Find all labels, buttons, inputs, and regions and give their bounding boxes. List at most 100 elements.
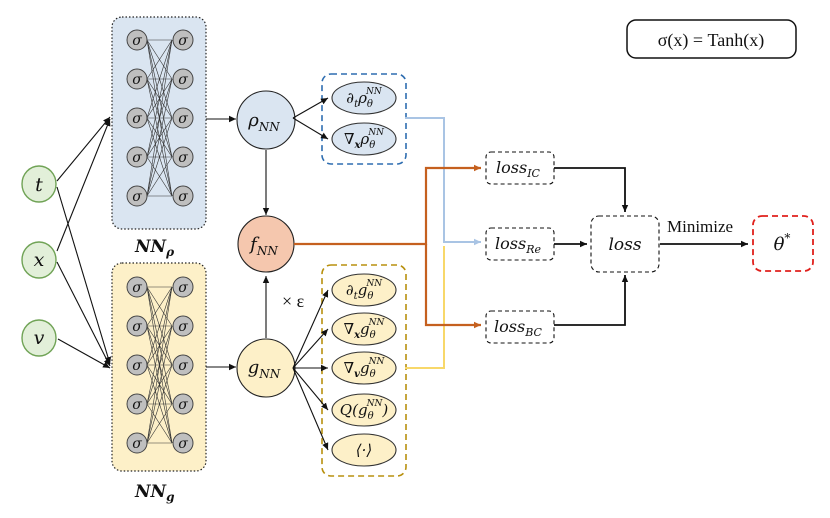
nn-g-neuron-in-0 [126,276,148,298]
nn-g-neuron-out-1 [172,315,194,337]
input-t-label: t [35,174,43,196]
rho-fan-edge-0 [292,97,329,119]
rho-derivative-1 [331,122,397,156]
input-edges [56,116,112,369]
nn-rho-neuron-out-1 [172,68,194,90]
theta-star-box [752,215,814,272]
g-derivative-0 [331,273,397,307]
loss-bc-box [485,310,555,344]
loss-re-box [485,227,555,261]
nn-g-neuron-out-2 [172,354,194,376]
nn-rho-connection [146,39,173,119]
nn-rho-activation-in-0: σ [132,33,142,49]
nn-rho-activation-out-0: σ [178,33,188,49]
g-fan-edges [292,289,329,451]
nn-g-connection [146,286,173,327]
nn-rho-connection [146,78,173,197]
nn-rho-neuron-in-0 [126,29,148,51]
nn-rho-activation-out-2: σ [178,111,188,127]
g-derivative-label-4: ⟨·⟩ [356,441,372,459]
activation-definition-text: σ(x) = Tanh(x) [658,30,765,51]
g-derivative-4 [331,433,397,467]
nn-g-neuron-in-1 [126,315,148,337]
input-v [21,319,57,357]
rho-derivative-0 [331,81,397,115]
minimize-label: Minimize [667,217,733,236]
nn-g-connection [146,286,173,444]
theta-star-label: θ* [774,231,791,255]
nn-rho-activation-in-2: σ [132,111,142,127]
nn-g-connection [146,325,173,444]
input-v-label: v [34,327,45,349]
loss-connectors [294,117,481,369]
loss-ic-label: lossIC [496,158,541,180]
nn-g-activation-in-2: σ [132,358,142,374]
rho-nn-node [236,90,296,150]
g-derivative-label-0: ∂tgθNN [346,279,383,302]
rho-fan-edges [292,97,329,140]
nn-g-neuron-out-0 [172,276,194,298]
rho-nn-label: ρNN [247,110,280,134]
nn-rho-neuron-out-2 [172,107,194,129]
total-loss-label: loss [608,235,641,255]
g-derivative-2 [331,351,397,385]
nn-g-neuron-in-4 [126,432,148,454]
epsilon-label: × ε [282,291,305,311]
nn-g-connection [146,286,173,366]
nn-rho-activation-out-3: σ [178,150,188,166]
nn-g-activation-out-1: σ [178,319,188,335]
g-derivative-label-1: ∇xgθNN [344,318,386,341]
nn-rho-connection [146,39,173,158]
nn-g-activation-in-4: σ [132,436,142,452]
nn-rho-label: NNρ [134,237,175,259]
nn-rho-connection [146,39,173,197]
nn-rho-connection [146,117,173,197]
nn-rho-activation-out-4: σ [178,189,188,205]
nn-rho-activation-in-3: σ [132,150,142,166]
nn-rho-neuron-out-4 [172,185,194,207]
rho-derivative-label-1: ∇xρθNN [344,128,385,151]
g-fan-edge-1 [292,328,329,369]
input-t [21,165,57,203]
g-fan-edge-3 [292,367,329,411]
total-loss-box [590,215,660,273]
g-derivative-label-2: ∇vgθNN [344,357,386,380]
nn-g-connection [146,403,173,444]
g-derivative-3 [331,393,397,427]
network-output-edges [206,115,270,371]
nn-g-label: NNg [134,482,174,504]
loss-aggregation-edges [554,167,748,326]
nn-g-connection [146,286,173,405]
g-derivative-label-3: Q(gθNN) [340,399,389,422]
nn-g-activation-out-4: σ [178,436,188,452]
nn-rho-neuron-out-3 [172,146,194,168]
g-fan-edge-4 [292,367,329,451]
nn-rho-neuron-in-2 [126,107,148,129]
loss-re-label: lossRe [495,234,541,256]
nn-g-activation-out-2: σ [178,358,188,374]
nn-rho-neuron-in-3 [126,146,148,168]
nn-g-activation-out-3: σ [178,397,188,413]
nn-rho-neuron-in-1 [126,68,148,90]
nn-rho-neuron-out-0 [172,29,194,51]
g-fan-edge-0 [292,289,329,369]
nn-rho-activation-out-1: σ [178,72,188,88]
g-derivative-1 [331,312,397,346]
nn-g-activation-in-1: σ [132,319,142,335]
nn-rho-connection [146,156,173,197]
loss-ic-box [485,151,555,185]
nn-g-neuron-in-3 [126,393,148,415]
nn-rho-activation-in-4: σ [132,189,142,205]
rho-fan-edge-1 [292,117,329,140]
input-x [21,241,57,279]
nn-rho-neuron-in-4 [126,185,148,207]
nn-g-neuron-in-2 [126,354,148,376]
input-x-label: x [34,249,45,271]
nn-g-activation-in-0: σ [132,280,142,296]
nn-g-activation-in-3: σ [132,397,142,413]
rho-derivative-label-0: ∂tρθNN [346,87,383,110]
nn-g-neuron-out-3 [172,393,194,415]
